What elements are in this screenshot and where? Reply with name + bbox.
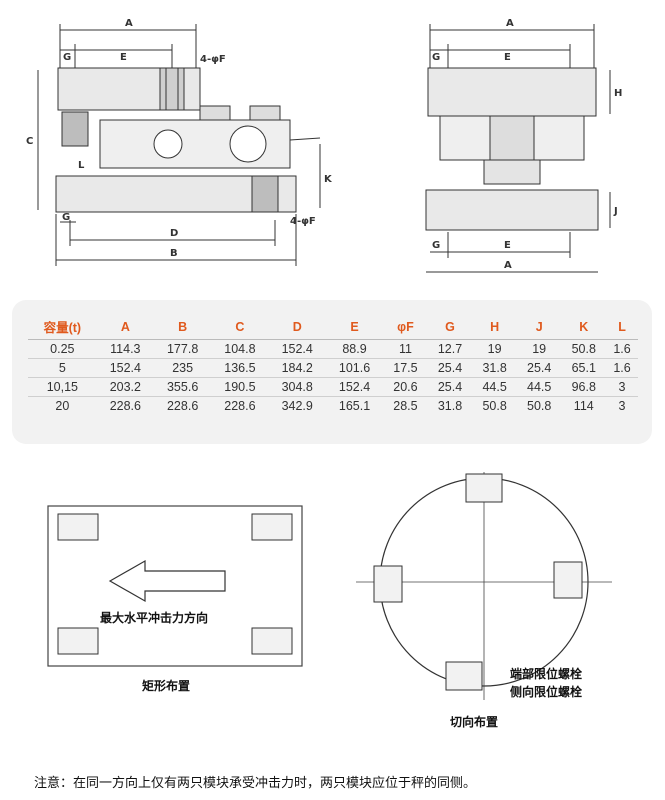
table-cell: 31.8 [482, 361, 507, 375]
table-cell: 184.2 [281, 361, 313, 375]
table-cell: 101.6 [338, 361, 371, 375]
table-cell: 3 [618, 380, 626, 394]
table-cell: 228.6 [109, 399, 141, 413]
side-view-drawing: A G E H J G E A [425, 18, 622, 273]
table-cell: 50.8 [571, 342, 596, 356]
table-header: L [618, 319, 626, 334]
dim-G-side: G [432, 52, 440, 63]
table-header: H [490, 319, 500, 334]
table-cell: 11 [398, 342, 412, 356]
note-text: 注意：在同一方向上仅有两只模块承受冲击力时，两只模块应位于秤的同侧。 [34, 776, 477, 791]
table-cell: 152.4 [109, 361, 141, 375]
table-cell: 114.3 [110, 342, 141, 356]
table-cell: 25.4 [437, 361, 463, 375]
table-cell: 1.6 [613, 342, 631, 356]
dim-K-front: K [324, 174, 333, 185]
table-cell: 114 [573, 399, 594, 413]
table-header: K [579, 319, 589, 334]
table-cell: 5 [58, 361, 66, 375]
table-cell: 136.5 [224, 361, 256, 375]
table-cell: 19 [487, 342, 502, 356]
table-header: φF [397, 319, 414, 334]
table-cell: 1.6 [613, 361, 631, 375]
table-cell: 50.8 [482, 399, 507, 413]
table-header: E [350, 319, 359, 334]
dim-G2-side: G [432, 240, 440, 251]
dim-G-front: G [63, 52, 71, 63]
end-bolt-label: 端部限位螺栓 [510, 666, 582, 681]
table-header: G [445, 319, 455, 334]
table-cell: 28.5 [393, 399, 418, 413]
table-cell: 20.6 [393, 380, 418, 394]
dim-E2-side: E [504, 240, 511, 251]
table-cell: 228.6 [166, 399, 199, 413]
table-cell: 50.8 [527, 399, 552, 413]
table-cell: 228.6 [224, 399, 256, 413]
table-cell: 19 [532, 342, 547, 356]
dim-F2-front: 4-φF [290, 216, 316, 227]
table-row: 20 228.6 228.6 228.6 342.9 165.1 28.5 31.8 50.8 5… [28, 397, 638, 416]
table-cell: 65.1 [571, 361, 596, 375]
dim-E-side: E [504, 52, 511, 63]
dim-D-front: D [170, 228, 178, 239]
table-cell: 177.8 [166, 342, 199, 356]
dim-L-front: L [78, 160, 85, 171]
table-header: B [178, 319, 188, 334]
table-header: C [235, 319, 245, 334]
rectangular-layout-drawing: 最大水平冲击力方向 矩形布置 [47, 505, 303, 693]
table-cell: 3 [618, 399, 626, 413]
table-cell: 10,15 [46, 380, 78, 394]
table-cell: 0.25 [50, 342, 75, 356]
table-cell: 190.5 [224, 380, 256, 394]
circle-caption: 切向布置 [450, 714, 498, 729]
table-row: 0.25 114.3 177.8 104.8 152.4 88.9 11 12.7 19 19 50… [28, 340, 638, 359]
table-cell: 152.4 [338, 380, 371, 394]
table-cell: 104.8 [224, 342, 256, 356]
table-cell: 342.9 [281, 399, 313, 413]
table-cell: 17.5 [393, 361, 418, 375]
side-bolt-label: 侧向限位螺栓 [510, 684, 582, 699]
table-header: D [292, 319, 302, 334]
table-cell: 88.9 [342, 342, 367, 356]
table-cell: 96.8 [571, 380, 596, 394]
dim-A-side: A [506, 18, 514, 29]
table-cell: 304.8 [281, 380, 313, 394]
dim-A2-side: A [504, 260, 512, 271]
table-cell: 44.5 [482, 380, 507, 394]
table-cell: 235 [172, 361, 194, 375]
table-header: A [120, 319, 130, 334]
table-cell: 44.5 [527, 380, 552, 394]
table-header: J [535, 319, 543, 334]
dim-G-front-bottom: G [62, 212, 70, 223]
table-header: 容量(t) [43, 321, 82, 335]
table-cell: 165.1 [338, 399, 371, 413]
dim-C-front: C [26, 136, 33, 147]
table-row: 5 152.4 235 136.5 184.2 101.6 17.5 25.4 31.8 25.4… [28, 359, 638, 378]
dim-F-front: 4-φF [200, 54, 226, 65]
table-cell: 31.8 [437, 399, 463, 413]
dim-E-front: E [120, 52, 127, 63]
table-cell: 152.4 [281, 342, 313, 356]
table-cell: 25.4 [527, 361, 552, 375]
table-row: 10,15 203.2 355.6 190.5 304.8 152.4 20.6 25.4 44… [28, 378, 638, 397]
table-cell: 355.6 [166, 380, 199, 394]
dim-A-front: A [125, 18, 133, 29]
dim-J-side: J [613, 206, 618, 217]
dim-B-front: B [170, 248, 178, 259]
rect-arrow-label: 最大水平冲击力方向 [100, 610, 208, 625]
table-cell: 25.4 [437, 380, 463, 394]
front-view-drawing: A G E 4-φF C L K G D B 4-φF [26, 18, 333, 266]
tangential-layout-drawing: 端部限位螺栓 侧向限位螺栓 切向布置 [356, 472, 612, 729]
rect-caption: 矩形布置 [141, 678, 190, 693]
table-cell: 12.7 [437, 342, 463, 356]
dim-H-side: H [614, 88, 622, 99]
table-cell: 20 [55, 399, 70, 413]
table-cell: 203.2 [109, 380, 141, 394]
